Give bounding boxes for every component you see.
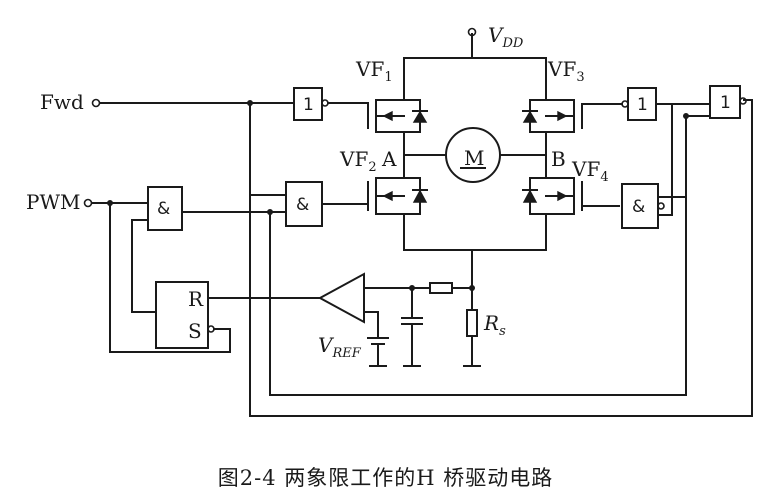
- vf2-label: VF2: [339, 147, 377, 175]
- transistor-vf4: [522, 177, 583, 215]
- transistor-vf3: [522, 99, 583, 133]
- vf1-label: VF1: [355, 57, 393, 85]
- comparator: [317, 272, 365, 324]
- and-gate-3: [621, 183, 659, 229]
- vdd-label: VDD: [488, 23, 524, 51]
- and-2-symbol: &: [296, 195, 309, 215]
- vref-label: VREF: [318, 333, 362, 361]
- inverter-3-symbol: 1: [720, 93, 731, 113]
- and-gate-1: [147, 186, 183, 231]
- inverter-2-symbol: 1: [637, 95, 648, 115]
- and-1-symbol: &: [157, 199, 170, 219]
- h-bridge-power-stage: [367, 27, 583, 311]
- latch-r-label: R: [188, 287, 204, 311]
- rs-latch: [155, 281, 209, 349]
- inverter-gate-3: [709, 85, 741, 119]
- transistor-vf2: [367, 177, 428, 215]
- transistor-vf1: [367, 99, 428, 133]
- latch-s-label: S: [188, 319, 202, 343]
- and-3-symbol: &: [632, 197, 645, 217]
- vf3-label: VF3: [547, 57, 585, 85]
- inverter-gate-1: [293, 87, 323, 121]
- fwd-input-label: Fwd: [40, 90, 84, 114]
- inverter-1-symbol: 1: [303, 95, 314, 115]
- node-a-label: A: [381, 147, 397, 171]
- labels: VDD VF1 VF3 VF2 VF4 A B M Fwd PWM 1 1 1 …: [26, 23, 731, 361]
- motor-label: M: [464, 146, 484, 170]
- rs-label: Rs: [483, 311, 506, 339]
- logic-section: [83, 85, 753, 417]
- figure-caption: 图2-4 两象限工作的H 桥驱动电路: [217, 466, 554, 490]
- vf4-label: VF4: [571, 157, 609, 185]
- node-b-label: B: [551, 147, 566, 171]
- pwm-input-label: PWM: [26, 190, 81, 214]
